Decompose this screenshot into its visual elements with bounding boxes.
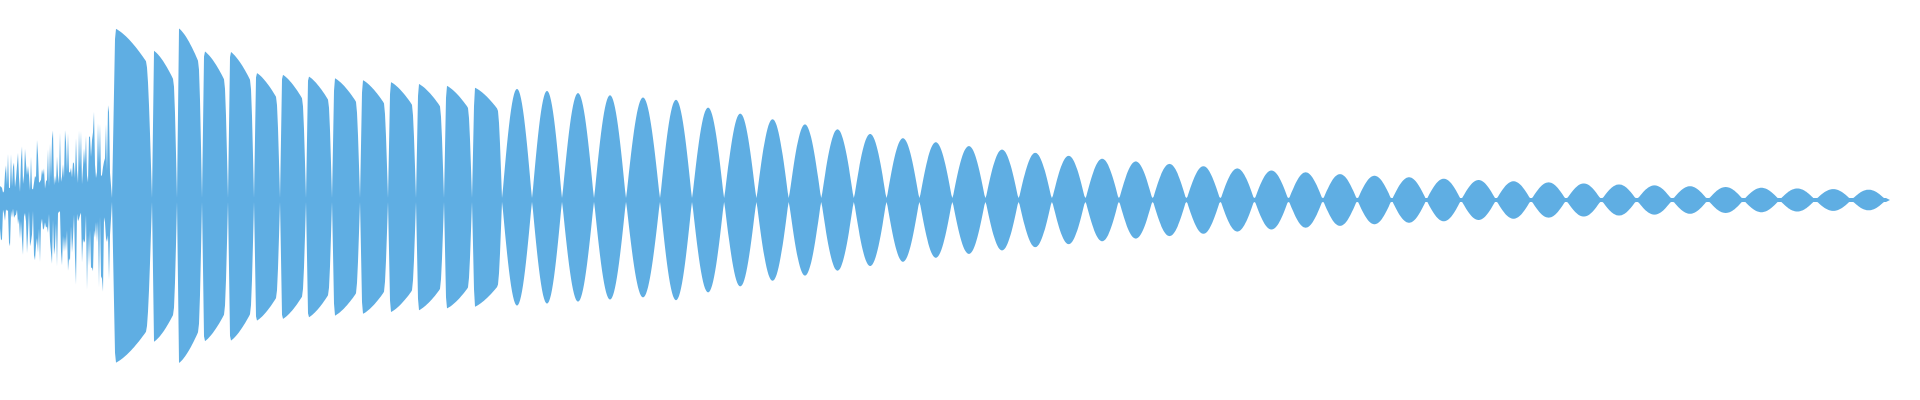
waveform-shape — [0, 28, 1890, 363]
